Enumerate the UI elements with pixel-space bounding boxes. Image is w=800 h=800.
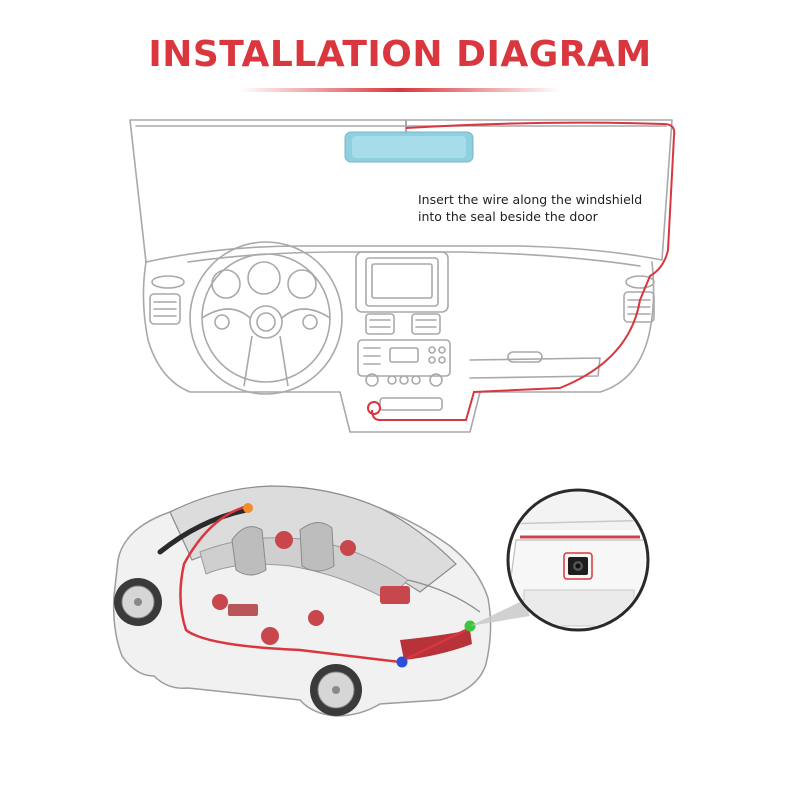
- title-underline: [240, 88, 560, 92]
- diagram-title: INSTALLATION DIAGRAM: [148, 34, 652, 75]
- dashcam-connection-dot: [243, 503, 253, 513]
- dashboard-line-art: [129, 119, 673, 433]
- rear-view-mirror-dashcam-icon: [344, 120, 474, 163]
- rear-camera-icon: [563, 552, 593, 580]
- rear-wheel: [310, 664, 362, 716]
- reverse-light-dot: [396, 656, 408, 668]
- car-illustration: [112, 485, 492, 717]
- power-socket: [367, 401, 381, 415]
- dashboard-wire-route: [371, 121, 676, 421]
- steering-wheel-icon: [189, 241, 343, 395]
- zoom-callout-pointer: [470, 600, 530, 626]
- wire-instruction-text: Insert the wire along the windshield int…: [418, 191, 678, 225]
- instruction-line-2: into the seal beside the door: [418, 209, 598, 224]
- instruction-line-1: Insert the wire along the windshield: [418, 192, 643, 207]
- front-wheel: [114, 578, 162, 626]
- car-wire-route: [179, 504, 471, 664]
